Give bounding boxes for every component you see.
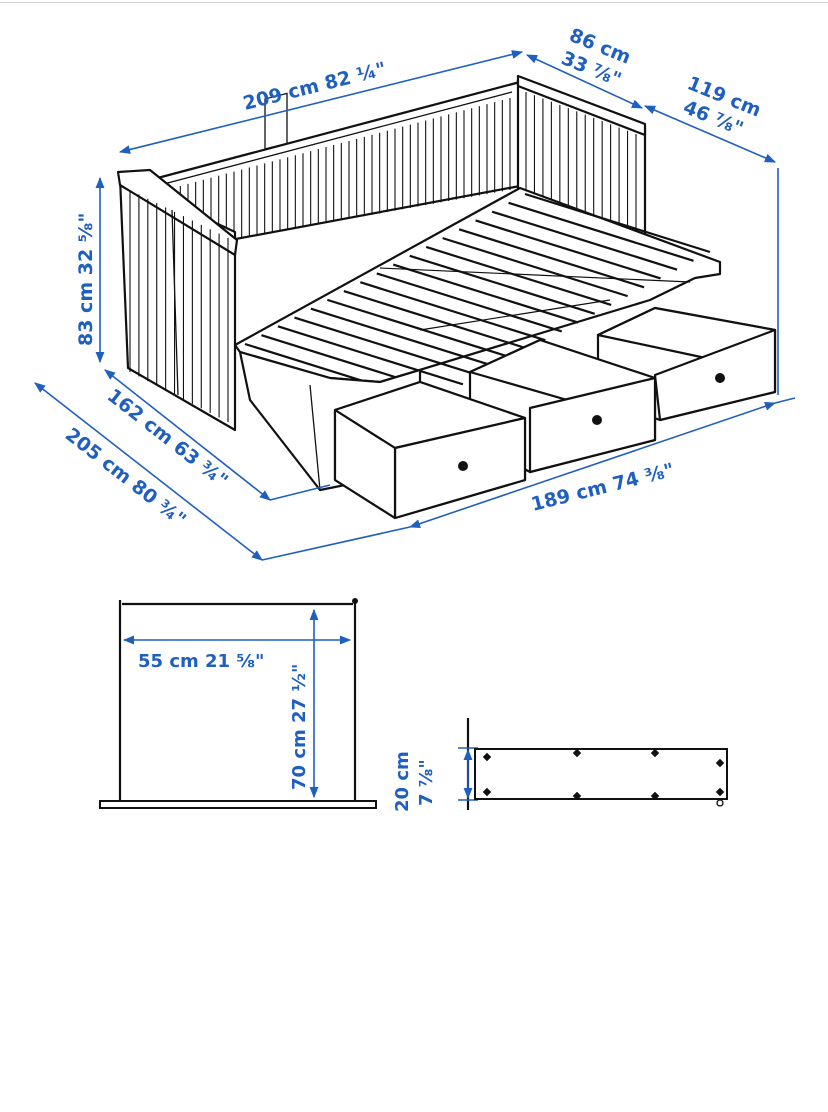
- drawer-top-view: [99, 598, 377, 809]
- drawer-height-cm-label: 20 cm: [392, 751, 413, 812]
- left-side-panel: [116, 168, 239, 432]
- length-label: 209 cm 82 ¼": [241, 58, 389, 115]
- top-divider: [0, 2, 828, 3]
- drawer-depth-label: 70 cm 27 ½": [289, 664, 310, 790]
- main-dimension-lines: [34, 50, 796, 561]
- height-label: 83 cm 32 ⅝": [75, 213, 97, 346]
- drawer-height-in-label: 7 ⅞": [416, 759, 437, 806]
- drawer-width-label: 55 cm 21 ⅝": [138, 651, 264, 672]
- drawer-side-view: [458, 718, 728, 810]
- daybed-illustration: [116, 74, 777, 520]
